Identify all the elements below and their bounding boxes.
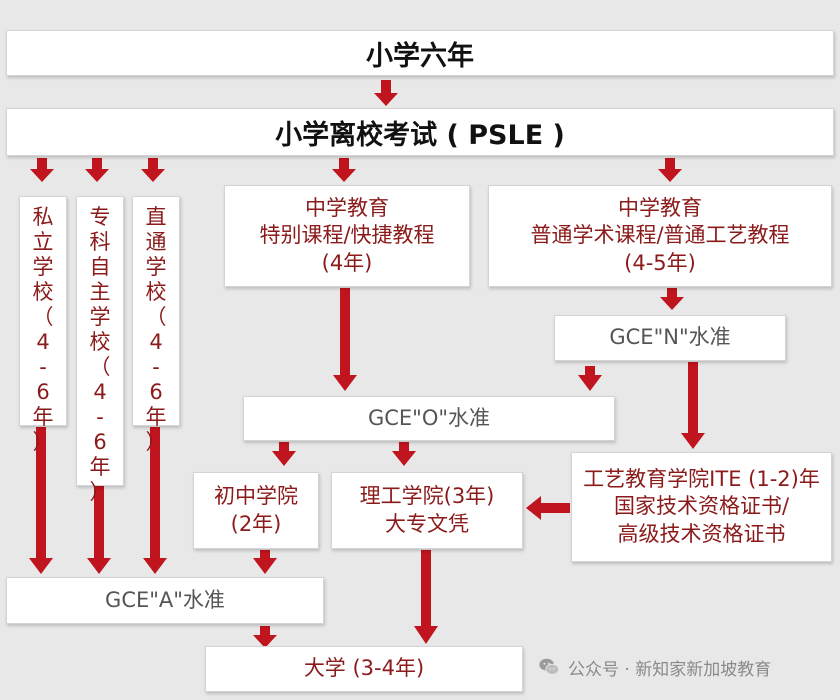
vertical-char: - [96,405,104,429]
arrow-private-to-gcea [29,427,53,574]
vertical-char: 年 [32,405,54,429]
node-polytechnic: 理工学院(3年) 大专文凭 [331,472,523,549]
arrow-gcen-to-ite [681,362,705,449]
node-university: 大学 (3-4年) [205,646,523,692]
vertical-char: 校 [32,280,54,304]
arrow-psle-to-specialised [85,158,109,182]
watermark-text: 公众号 · 新知家新加坡教育 [568,659,772,680]
vertical-char: - [39,355,47,379]
vertical-char: 学 [89,305,111,329]
normal-line1: 中学教育 [618,196,702,221]
vertical-char: 6 [93,430,107,454]
arrow-jc-to-gcea [253,550,277,574]
vertical-char: 专 [89,205,111,229]
vertical-char: 校 [145,280,167,304]
arrow-psle-to-express [332,158,356,182]
node-gce-n: GCE"N"水准 [554,315,786,361]
arrow-express-to-gceo [333,288,357,391]
poly-line2: 大专文凭 [385,511,469,536]
ite-line2: 国家技术资格证书/ [613,494,790,519]
express-line1: 中学教育 [305,196,389,221]
arrow-gcen-to-gceo [578,366,602,391]
arrow-poly-to-university [414,550,438,644]
node-junior-college: 初中学院 (2年) [193,472,319,549]
vertical-char: 6 [36,380,50,404]
arrow-psle-to-private [30,158,54,182]
arrow-gceo-to-poly [392,442,416,466]
vertical-char: 4 [149,330,163,354]
node-gce-a: GCE"A"水准 [6,577,324,624]
arrow-gceo-to-jc [272,442,296,466]
vertical-char: 6 [149,380,163,404]
vertical-char: 学 [32,255,54,279]
jc-line2: (2年) [230,511,282,536]
vertical-char: 私 [32,205,54,229]
node-psle: 小学离校考试 ( PSLE ) [6,108,834,156]
node-secondary-normal: 中学教育 普通学术课程/普通工艺教程 (4-5年) [488,185,832,287]
vertical-char: 自 [89,255,111,279]
express-line2: 特别课程/快捷教程 [259,223,435,248]
normal-line3: (4-5年) [624,250,696,275]
vertical-char: 立 [32,230,54,254]
vertical-char: （ [32,305,54,329]
vertical-char: 校 [89,330,111,354]
node-ite: 工艺教育学院ITE (1-2)年 国家技术资格证书/ 高级技术资格证书 [571,452,832,562]
vertical-char: （ [89,355,111,379]
jc-line1: 初中学院 [214,484,298,509]
vertical-char: 4 [93,380,107,404]
arrow-throughtrain-to-gcea [143,427,167,574]
arrow-psle-to-throughtrain [141,158,165,182]
vertical-char: - [152,355,160,379]
vertical-char: 年 [89,455,111,479]
node-primary-school: 小学六年 [6,30,834,76]
watermark: 公众号 · 新知家新加坡教育 [538,652,828,682]
arrow-specialised-to-gcea [87,486,111,574]
arrow-ite-to-poly [526,496,570,520]
arrow-primary-to-psle [374,80,398,106]
vertical-char: 科 [89,230,111,254]
ite-line3: 高级技术资格证书 [617,521,786,546]
vertical-char: 年 [145,405,167,429]
vertical-char: 4 [36,330,50,354]
vertical-char: ） [89,480,111,504]
vertical-char: 主 [89,280,111,304]
express-line3: (4年) [321,250,373,275]
vertical-char: （ [145,305,167,329]
vertical-char: 通 [145,230,167,254]
vertical-char: ） [145,430,167,454]
normal-line2: 普通学术课程/普通工艺教程 [530,223,790,248]
poly-line1: 理工学院(3年) [359,484,495,509]
node-gce-o: GCE"O"水准 [243,396,615,441]
arrow-psle-to-normal [658,158,682,182]
arrow-normal-to-gcen [660,288,684,310]
ite-line1: 工艺教育学院ITE (1-2)年 [583,467,820,492]
node-secondary-express: 中学教育 特别课程/快捷教程 (4年) [224,185,470,287]
vertical-char: 学 [145,255,167,279]
vertical-char: 直 [145,205,167,229]
wechat-icon [539,658,560,675]
vertical-char: ） [32,430,54,454]
arrow-gcea-to-university [253,626,277,648]
